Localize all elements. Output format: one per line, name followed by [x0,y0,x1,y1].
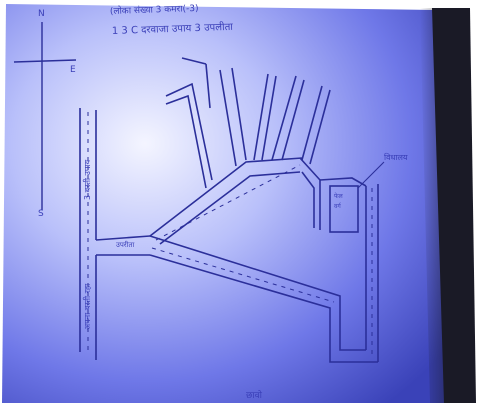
compass-s: S [38,209,44,219]
road-label-top: 3 बस्ती उपाय [82,160,92,200]
bottom-scribble: छावो [246,389,263,401]
right-label: विधालय [384,152,408,162]
road-label-bottom: अपना बस्ती रहा [82,283,92,330]
paper-sheet [2,4,448,403]
junction-label: उपरीता [116,240,134,249]
compass-n: N [38,9,45,19]
compass-e: E [70,65,76,75]
box-label-2: वर्ग [334,202,342,210]
box-label-1: फेल [334,192,344,200]
